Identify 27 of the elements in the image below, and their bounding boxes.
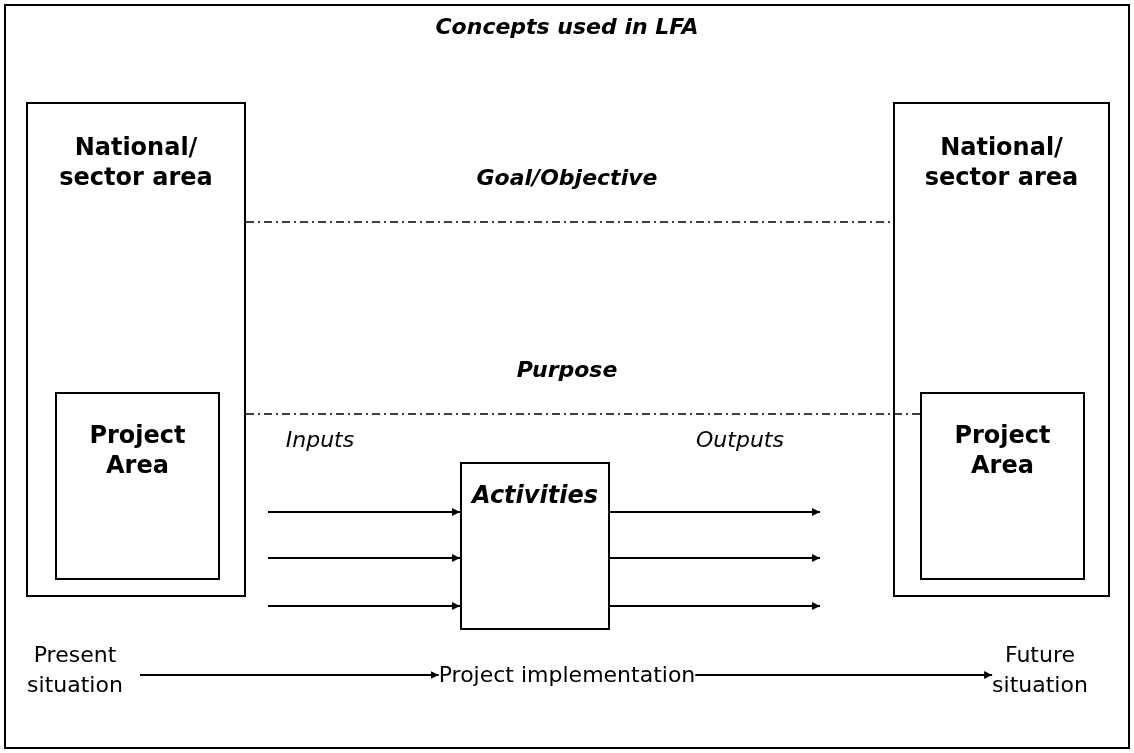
area-box (26, 102, 246, 597)
stage-text: Present situation (10, 640, 140, 700)
level-label: Goal/Objective (476, 165, 658, 190)
flow-label: Outputs (696, 427, 784, 452)
stage-text: Project implementation (438, 660, 696, 690)
level-line (245, 413, 921, 415)
level-label: Purpose (516, 357, 618, 382)
arrow (609, 602, 821, 610)
arrow (267, 508, 461, 516)
area-heading: National/ sector area (923, 132, 1080, 192)
process-heading: Activities (472, 480, 598, 510)
arrow (609, 554, 821, 562)
area-box (920, 392, 1085, 580)
arrow (267, 554, 461, 562)
area-heading: Project Area (953, 420, 1052, 480)
diagram-title: Concepts used in LFA (435, 14, 699, 39)
stage-text: Future situation (992, 640, 1088, 700)
area-box (55, 392, 220, 580)
flow-label: Inputs (285, 427, 355, 452)
area-heading: National/ sector area (58, 132, 214, 192)
area-box (893, 102, 1110, 597)
arrow (609, 508, 821, 516)
arrow (694, 671, 993, 679)
arrow (267, 602, 461, 610)
area-heading: Project Area (88, 420, 187, 480)
arrow (139, 671, 440, 679)
process-box (460, 462, 610, 630)
